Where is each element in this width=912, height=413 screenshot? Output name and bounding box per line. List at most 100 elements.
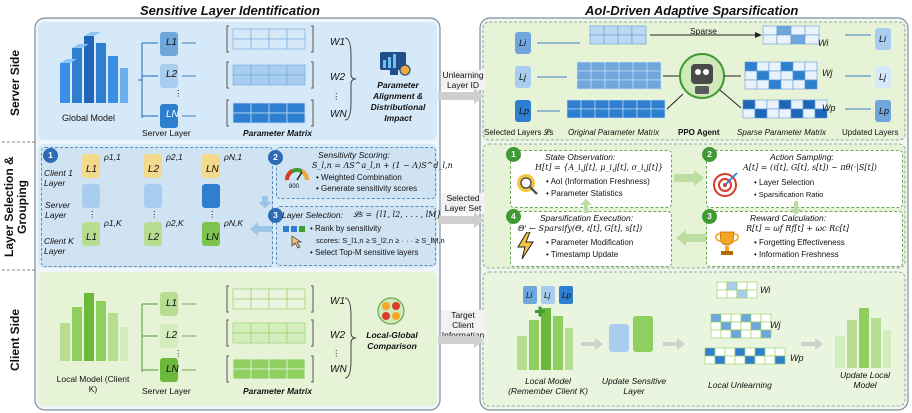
client-right-Lj: Lj bbox=[544, 291, 551, 300]
reward-formula: R[t] = ωf Rf[t] + ωc Rc[t] bbox=[746, 224, 850, 233]
global-model-label: Global Model bbox=[62, 113, 116, 123]
update-local-model-label: Update Local Model bbox=[839, 370, 891, 390]
rho-1-K: ρ1,K bbox=[104, 218, 122, 228]
alignment-caption: Parameter Alignment & Distributional Imp… bbox=[370, 80, 426, 123]
rank-bullet: • Select Top-M sensitive layers bbox=[310, 248, 419, 257]
aoi-vertical-arrows bbox=[580, 199, 802, 215]
sparse-weight-Wj: Wj bbox=[822, 68, 833, 78]
server-layer-dots: ⋮ bbox=[174, 88, 183, 98]
client-k-label: Client K Layer bbox=[44, 236, 74, 256]
aoi-step-2: 2 bbox=[702, 147, 717, 162]
client-right-Wj: Wj bbox=[770, 320, 781, 330]
rho-2-K: ρ2,K bbox=[166, 218, 184, 228]
mid-dots-2: ⋮ bbox=[150, 209, 159, 219]
state-observation-box bbox=[510, 150, 672, 208]
sparsify-title: Sparsification Execution: bbox=[540, 213, 634, 223]
client-right-Wp: Wp bbox=[790, 353, 804, 363]
client-server-layer-label: Server Layer bbox=[142, 386, 191, 396]
layer-selection-title: Layer Selection: bbox=[282, 210, 343, 220]
mid-LN: LN bbox=[206, 164, 219, 175]
middle-arrows bbox=[438, 88, 484, 348]
server-weight-W1: W1 bbox=[330, 37, 345, 48]
sensitivity-formula: S_l,n = ΛS^a_l,n + (1 − Λ)S^d_l,n bbox=[312, 161, 453, 170]
sensitivity-scoring-title: Sensitivity Scoring: bbox=[318, 150, 390, 160]
client-right-graphic bbox=[517, 281, 891, 370]
mid-L1-k: L1 bbox=[86, 232, 98, 243]
server-weight-dots: ⋮ bbox=[332, 91, 341, 101]
trophy-icon bbox=[715, 231, 739, 255]
sparsification-box bbox=[510, 211, 672, 267]
client-weight-W2: W2 bbox=[330, 330, 345, 341]
layer-selection-formula: 𝓛s = {l1, l2, . . . , lM} bbox=[353, 210, 442, 219]
mid-L1: L1 bbox=[86, 164, 98, 175]
reward-box bbox=[706, 211, 903, 267]
server-param-matrix-label: Parameter Matrix bbox=[243, 128, 312, 138]
layer-selection-box bbox=[276, 206, 436, 266]
aoi-step-1: 1 bbox=[506, 147, 521, 162]
sens-bullet-2: • Generate sensitivity scores bbox=[316, 184, 418, 193]
updated-layer-Lp: Lp bbox=[879, 106, 890, 116]
right-layer-Lp: Lp bbox=[519, 106, 530, 116]
client-weight-dots: ⋮ bbox=[332, 348, 341, 358]
action-bullet-2: • Sparsification Ratio bbox=[754, 190, 824, 199]
server-layer-mid-label: Server Layer bbox=[45, 200, 71, 220]
aoi-cycle-arrows bbox=[674, 170, 706, 246]
rho-N-1: ρN,1 bbox=[224, 152, 243, 162]
client-param-matrices bbox=[226, 285, 314, 383]
sparse-weight-Wp: Wp bbox=[822, 103, 836, 113]
server-right-graphic bbox=[515, 25, 891, 122]
client-layer-dots: ⋮ bbox=[174, 348, 183, 358]
mid-L2: L2 bbox=[148, 164, 160, 175]
left-panel-title: Sensitive Layer Identification bbox=[140, 3, 320, 18]
state-bullet-1: • AoI (Information Freshness) bbox=[546, 177, 650, 186]
sparse-matrix-label: Sparse Parameter Matrix bbox=[737, 128, 826, 137]
client-weight-WN: WN bbox=[330, 364, 347, 375]
rho-N-K: ρN,K bbox=[224, 218, 244, 228]
gauge-value: 800 bbox=[289, 184, 300, 190]
server-layers-graphic bbox=[138, 32, 196, 128]
row-label-layer-selection: Layer Selection & Grouping bbox=[2, 156, 29, 258]
local-model-graphic bbox=[60, 293, 128, 361]
state-title: State Observation: bbox=[545, 152, 616, 162]
rank-line-1: • Rank by sensitivity bbox=[310, 224, 382, 233]
aoi-step-4: 4 bbox=[506, 209, 521, 224]
comparison-icon bbox=[377, 297, 405, 325]
client-right-Li: Li bbox=[526, 291, 533, 300]
action-formula: A[t] = (ℓ[t], G[t], s[t]) ∼ πθ(·|S[t]) bbox=[743, 163, 877, 172]
sparsify-bullet-2: • Timestamp Update bbox=[546, 250, 619, 259]
client-1-label: Client 1 Layer bbox=[44, 168, 73, 188]
action-sampling-box bbox=[706, 150, 903, 208]
updated-layer-Lj: Lj bbox=[879, 72, 887, 82]
reward-title: Reward Calculation: bbox=[750, 213, 827, 223]
server-layer-L2: L2 bbox=[166, 69, 178, 80]
sparse-label: Sparse bbox=[690, 26, 717, 36]
client-layers-graphic bbox=[141, 292, 196, 382]
mid-dots-1: ⋮ bbox=[88, 209, 97, 219]
rank-line-2: scores: S_l1,n ≥ S_l2,n ≥ · · · ≥ S_lM,n bbox=[316, 236, 445, 245]
selection-icon bbox=[283, 226, 305, 249]
client-brace bbox=[344, 297, 357, 379]
sparsify-formula: Θ' ← Sparsify(Θ, ℓ[t], G[t], s[t]) bbox=[518, 224, 643, 233]
alignment-icon bbox=[380, 52, 411, 76]
right-panel-title: AoI-Driven Adaptive Sparsification bbox=[585, 3, 799, 18]
row-label-client: Client Side bbox=[8, 309, 22, 372]
client-right-local-model-label: Local Model (Remember Client K) bbox=[508, 376, 588, 396]
lightning-icon bbox=[517, 232, 534, 260]
target-icon bbox=[713, 172, 738, 197]
right-layer-Li: Li bbox=[519, 38, 527, 48]
server-layer-label: Server Layer bbox=[142, 128, 191, 138]
client-layer-LN: LN bbox=[166, 364, 179, 375]
state-formula: H[t] = {A_i,j[t], μ_i,j[t], σ_i,j[t]} bbox=[535, 163, 664, 172]
tag-unlearning-layer-id: Unlearning Layer ID bbox=[441, 70, 485, 90]
step-1-badge: 1 bbox=[43, 148, 58, 163]
local-model-label: Local Model (Client K) bbox=[56, 374, 130, 394]
global-model-graphic bbox=[60, 32, 128, 103]
mid-L2-k: L2 bbox=[148, 232, 160, 243]
client-param-matrix-label: Parameter Matrix bbox=[243, 386, 312, 396]
server-weight-W2: W2 bbox=[330, 72, 345, 83]
client-right-Lp: Lp bbox=[562, 291, 571, 300]
gauge-icon bbox=[285, 168, 309, 181]
observation-icon bbox=[517, 174, 538, 195]
row-label-server: Server Side bbox=[8, 49, 22, 116]
client-layer-L1: L1 bbox=[166, 298, 178, 309]
